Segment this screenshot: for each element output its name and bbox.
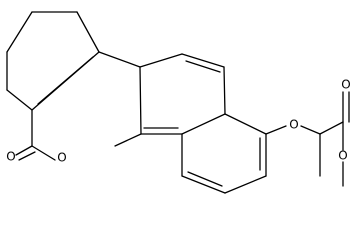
- bond: [76, 11, 100, 53]
- bond: [185, 60, 221, 73]
- bond: [300, 125, 321, 135]
- bond: [6, 89, 33, 111]
- bond: [319, 121, 344, 135]
- bond: [181, 175, 226, 194]
- bond: [98, 51, 141, 68]
- atom-labels: O O O O O: [6, 78, 350, 165]
- bond: [139, 66, 142, 135]
- bond: [31, 145, 56, 161]
- molecule-structure: O O O O O: [6, 11, 351, 194]
- atom-label-oxygen: O: [338, 149, 347, 163]
- bond: [181, 53, 225, 68]
- atom-label-oxygen: O: [6, 150, 15, 164]
- bond: [18, 151, 36, 161]
- bond: [187, 171, 223, 187]
- bond: [181, 113, 226, 135]
- atom-label-oxygen: O: [289, 118, 298, 132]
- bond: [114, 133, 142, 147]
- bond: [265, 125, 287, 135]
- bond: [139, 53, 183, 68]
- atom-label-oxygen: O: [57, 151, 66, 165]
- bond: [15, 145, 33, 156]
- atom-label-oxygen: O: [341, 78, 350, 92]
- bond: [224, 175, 267, 194]
- bond: [223, 66, 226, 115]
- bond: [37, 56, 94, 105]
- bond-lines: [6, 11, 350, 194]
- bond: [6, 11, 33, 53]
- bond: [224, 113, 267, 135]
